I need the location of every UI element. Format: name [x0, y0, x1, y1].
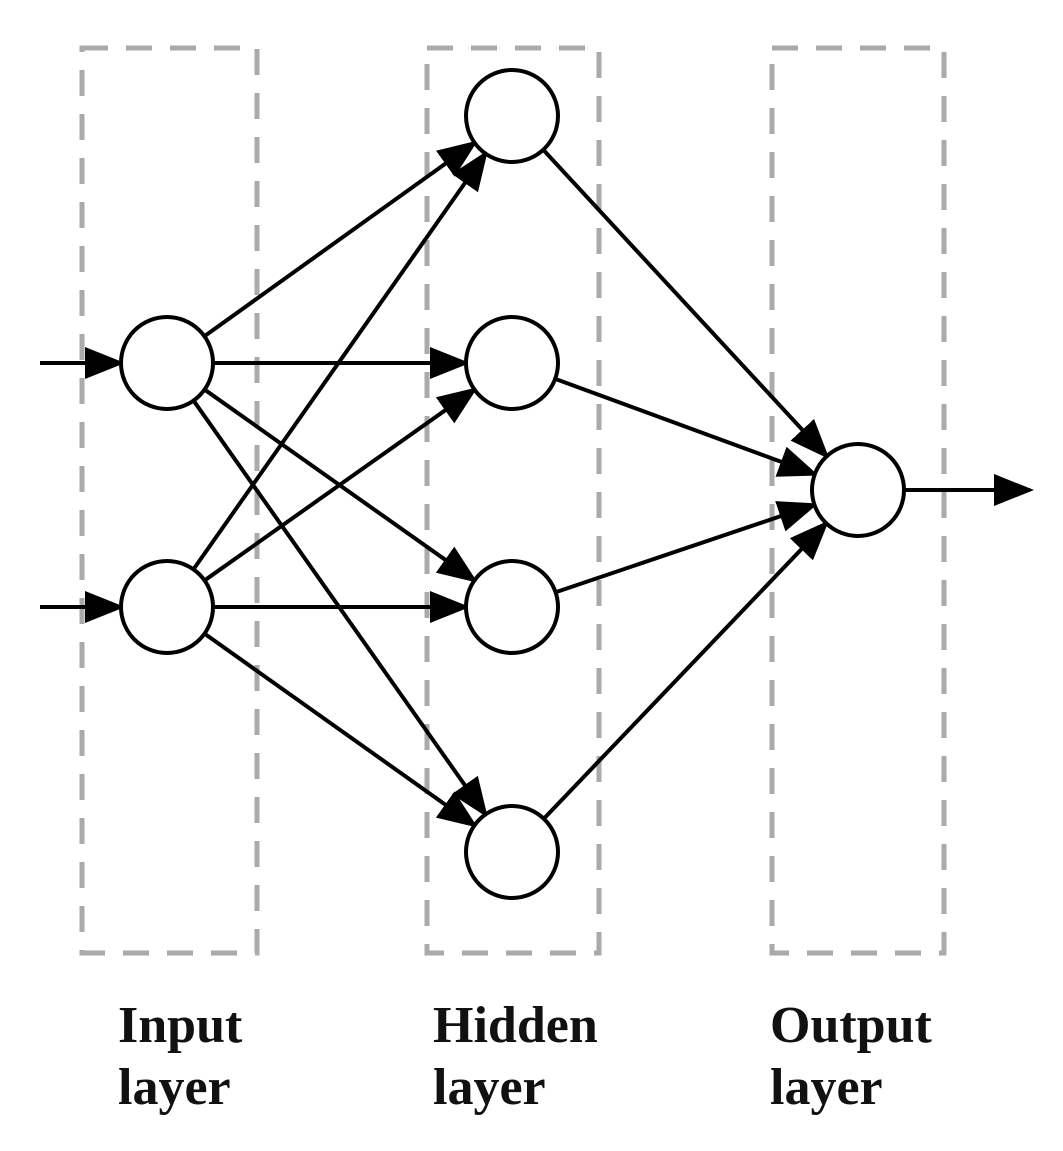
- edge-hidden-0-output-0: [541, 148, 830, 460]
- input-node-0: [119, 315, 215, 411]
- connections: [40, 140, 1034, 828]
- output-layer-label-line2: layer: [770, 1059, 883, 1116]
- hidden-layer-label-line2: layer: [433, 1059, 546, 1116]
- input-node-1: [119, 559, 215, 655]
- hidden-node-1: [464, 315, 560, 411]
- edge-input-1-hidden-0: [191, 150, 488, 571]
- edge-hidden-2-output-0: [554, 501, 819, 595]
- input-layer-box: [79, 45, 260, 956]
- output-layer-label: Output layer: [770, 995, 932, 1119]
- edge-hidden-3-output-0: [542, 520, 829, 821]
- input-layer-label: Input layer: [118, 995, 242, 1119]
- input-layer-label-line1: Input: [118, 997, 243, 1054]
- hidden-layer-label-line1: Hidden: [433, 997, 598, 1054]
- neurons: [119, 68, 906, 900]
- input-layer-label-line2: layer: [118, 1059, 231, 1116]
- output-layer-box: [769, 45, 947, 956]
- hidden-node-2: [464, 559, 560, 655]
- hidden-node-3: [464, 804, 560, 900]
- edge-input-1-hidden-1: [203, 387, 478, 583]
- output-layer-label-line1: Output: [770, 997, 932, 1054]
- edge-hidden-1-output-0: [554, 376, 819, 477]
- edge-input-0-hidden-0: [203, 140, 478, 338]
- hidden-layer-box: [424, 45, 602, 956]
- output-node-0: [810, 442, 906, 538]
- hidden-layer-label: Hidden layer: [433, 995, 598, 1119]
- edge-input-1-hidden-3: [203, 632, 478, 828]
- hidden-node-0: [464, 68, 560, 164]
